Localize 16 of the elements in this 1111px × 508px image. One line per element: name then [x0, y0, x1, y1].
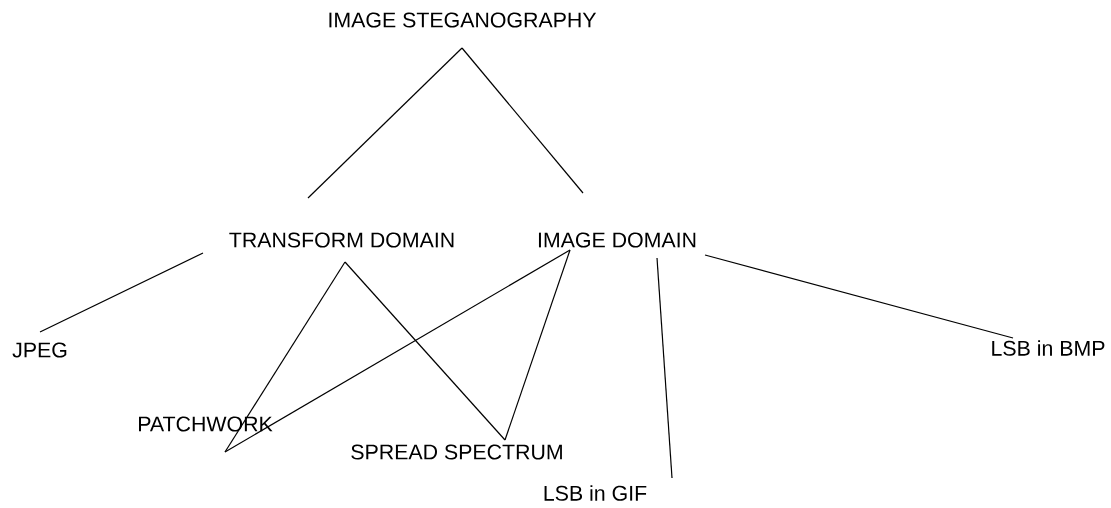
node-label: SPREAD SPECTRUM [351, 444, 562, 460]
connector-line [461, 47, 584, 194]
node-label: TRANSFORM DOMAIN [229, 232, 454, 248]
connector-line [224, 249, 571, 453]
node-label: IMAGE STEGANOGRAPHY [329, 12, 597, 28]
node-label: LSB in GIF [544, 485, 647, 501]
connector-line [344, 261, 506, 441]
node-label: JPEG [12, 342, 67, 358]
node-label: LSB in BMP [992, 340, 1105, 356]
connector-line [307, 47, 463, 199]
node-label: IMAGE DOMAIN [538, 232, 696, 248]
connector-line [656, 257, 673, 479]
connector-line [504, 249, 571, 441]
connector-line [39, 252, 204, 333]
connector-line [704, 254, 1014, 339]
connector-line [224, 261, 346, 453]
